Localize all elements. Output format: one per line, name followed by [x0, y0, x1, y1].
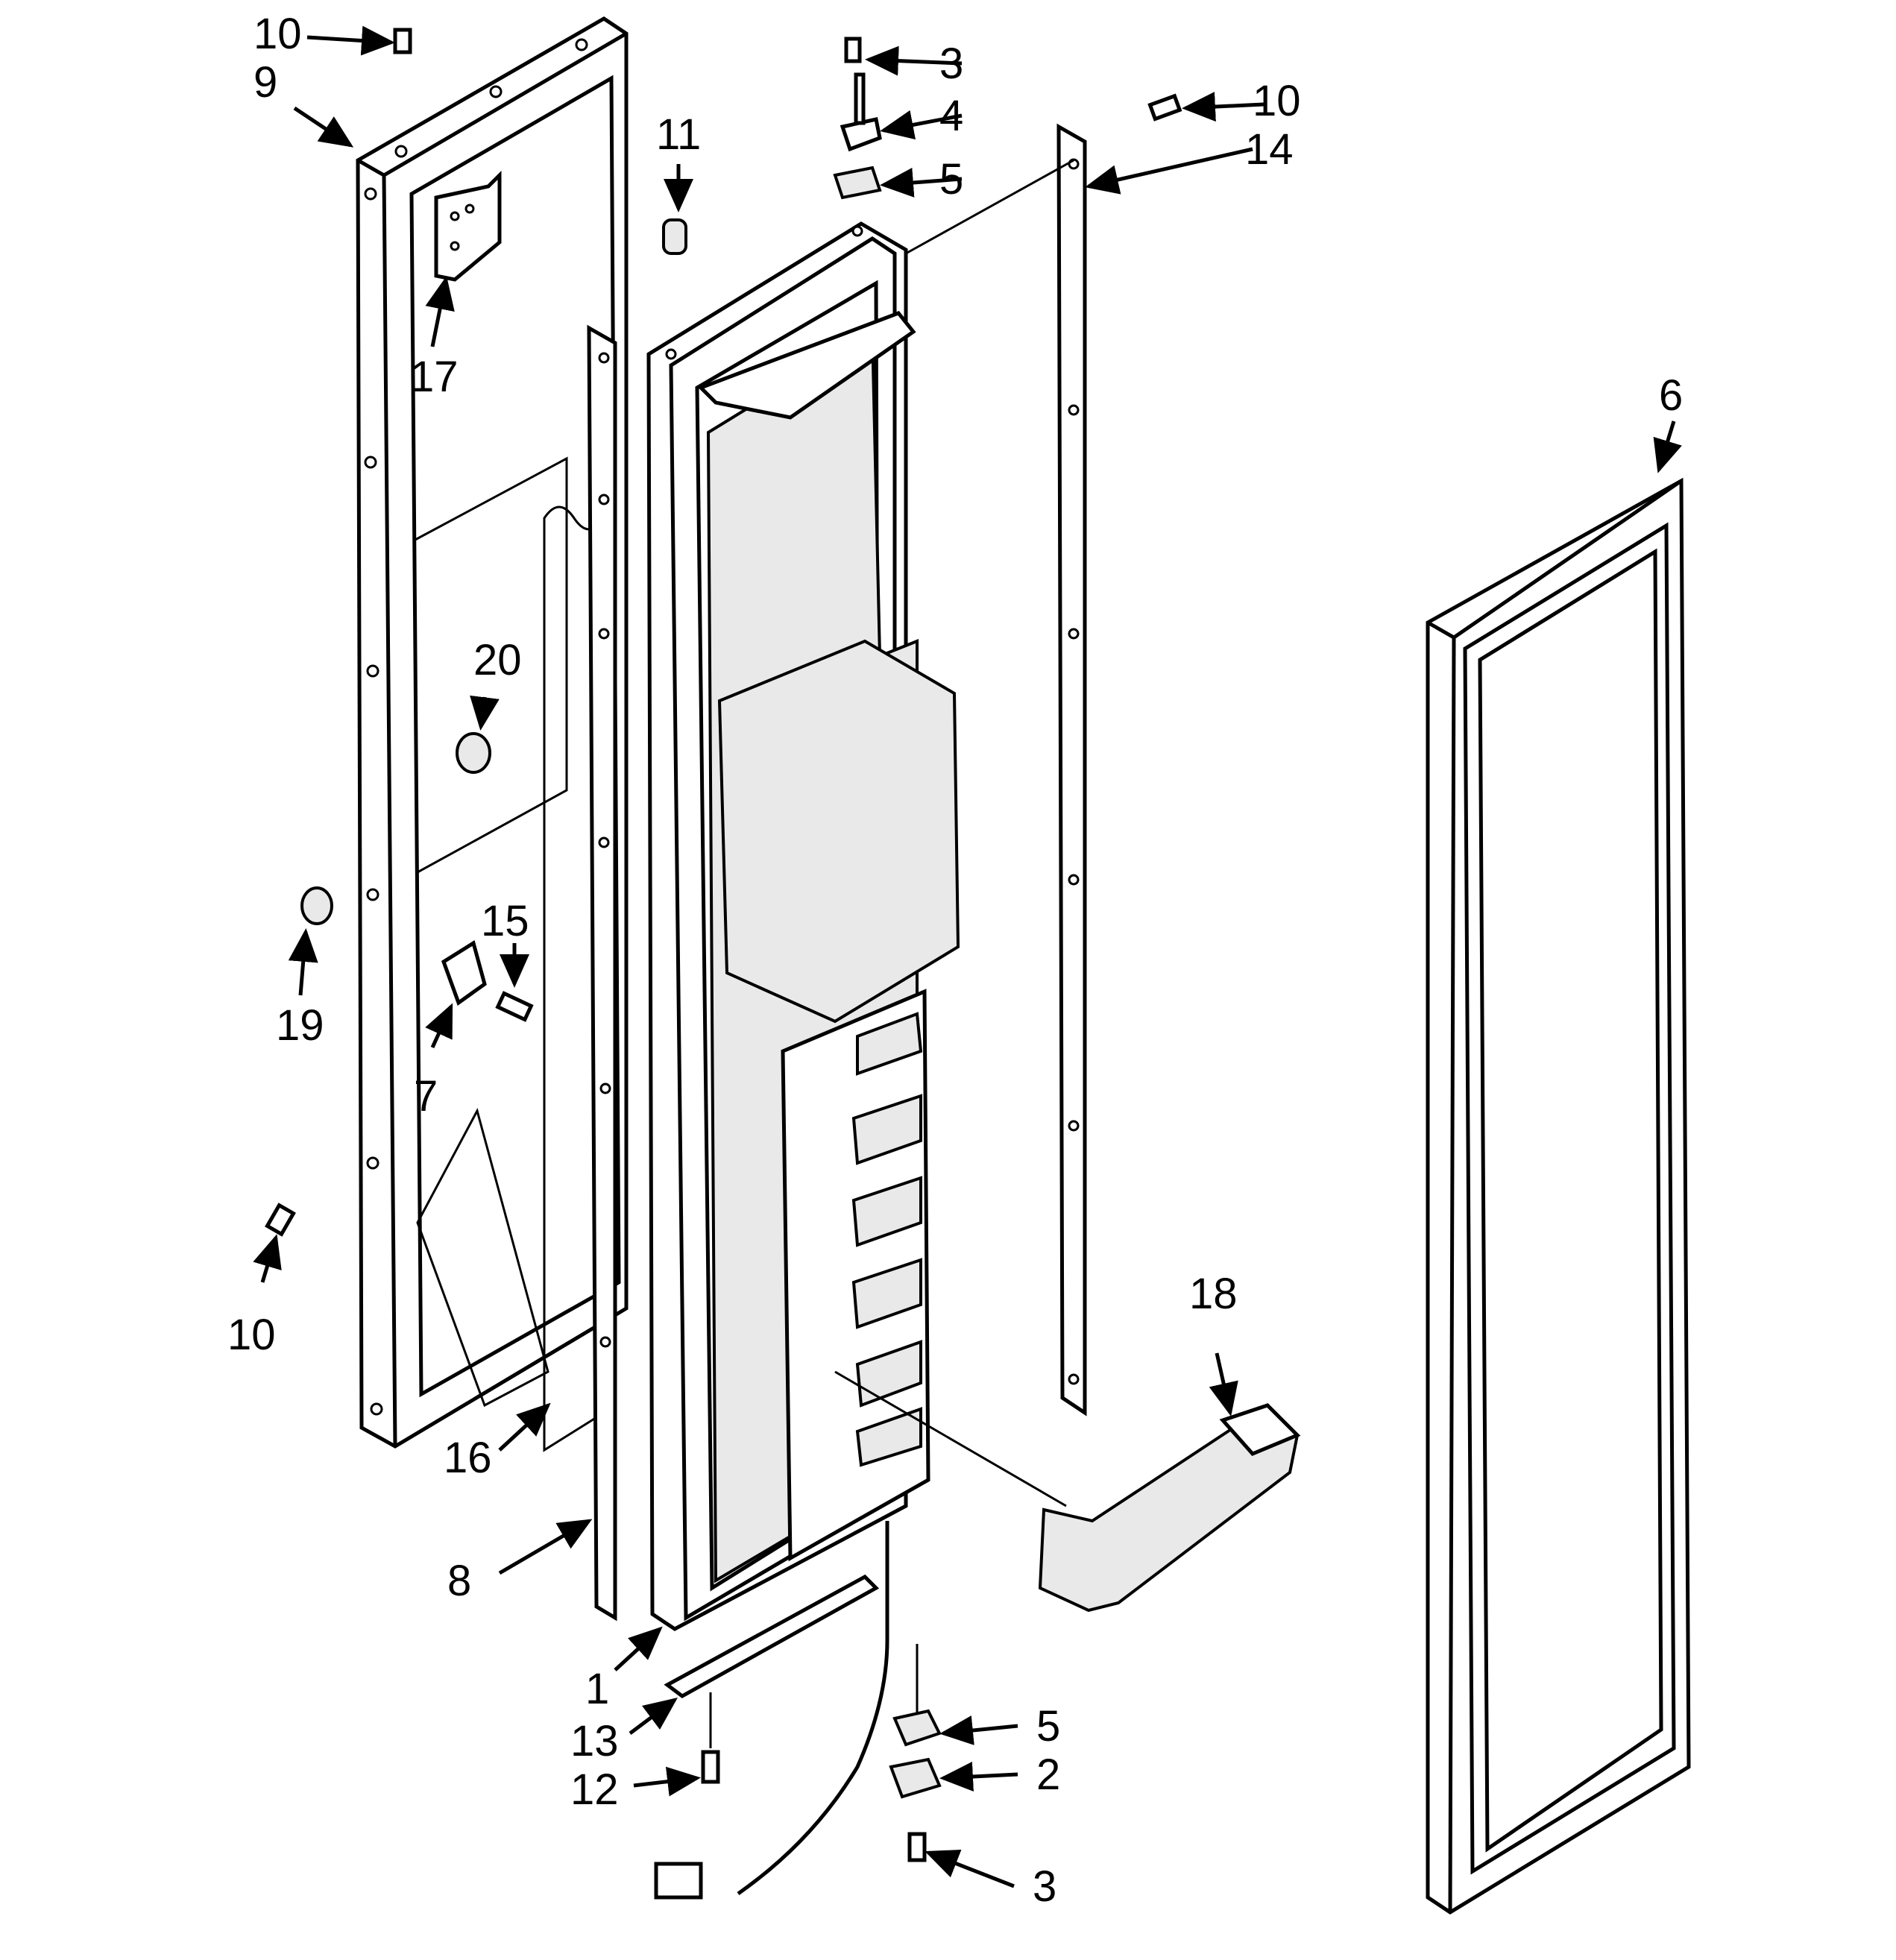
callout-12: 12	[570, 1765, 619, 1814]
bumper-11	[662, 218, 687, 255]
callout-19: 19	[276, 1001, 324, 1050]
callout-16: 16	[444, 1434, 492, 1482]
callout-2: 2	[1036, 1751, 1060, 1799]
callout-13: 13	[570, 1717, 619, 1765]
door-strip-8	[587, 324, 617, 1622]
door-gasket-6	[1426, 477, 1691, 1915]
callout-labels: 10 9 17 11 3 4 5 10 14 6 20 15 19 7 10 1…	[227, 10, 1683, 1911]
callout-17: 17	[410, 353, 459, 401]
bumper-20	[456, 732, 491, 774]
callout-10b: 10	[1253, 77, 1301, 125]
callout-3b: 3	[1033, 1862, 1056, 1911]
bumper-19	[300, 886, 333, 925]
screw-10-top-right	[1147, 93, 1182, 122]
bracket-13	[664, 1574, 880, 1698]
door-panel-9	[356, 16, 629, 1449]
bracket-17	[434, 170, 502, 282]
handle-18	[1038, 1403, 1301, 1613]
door-shelves	[851, 1012, 923, 1467]
callout-8: 8	[447, 1557, 471, 1605]
hinge-top	[833, 37, 882, 200]
callout-5a: 5	[939, 155, 963, 204]
callout-18: 18	[1189, 1270, 1238, 1318]
callout-11: 11	[656, 110, 701, 159]
callout-9: 9	[253, 58, 277, 107]
plate-7	[441, 940, 487, 1006]
screw-10-left	[265, 1203, 296, 1237]
screw-12	[701, 1750, 720, 1784]
door-liner-1	[646, 221, 960, 1631]
callout-5b: 5	[1036, 1702, 1060, 1751]
tube-connector	[654, 1862, 703, 1900]
shim-5-top	[833, 166, 882, 200]
hinge-2	[889, 1757, 942, 1799]
callout-7: 7	[414, 1072, 438, 1121]
door-strip-14	[1056, 123, 1087, 1417]
shim-5-bottom	[892, 1709, 942, 1747]
callout-6: 6	[1659, 371, 1683, 420]
callout-14: 14	[1245, 125, 1294, 174]
callout-3a: 3	[939, 40, 963, 88]
callout-4: 4	[939, 92, 963, 140]
callout-15: 15	[481, 897, 529, 945]
screw-15	[495, 991, 534, 1022]
hinge-pin-shaft	[854, 72, 866, 125]
water-tube	[737, 1521, 889, 1896]
screw-10-top-left	[393, 28, 412, 54]
callout-10c: 10	[227, 1311, 276, 1359]
screw-3-bottom	[907, 1832, 927, 1862]
screw-3-top	[844, 37, 862, 63]
callout-1: 1	[585, 1665, 609, 1713]
callout-10a: 10	[253, 10, 302, 58]
leader-lines	[253, 25, 1682, 1888]
callout-20: 20	[473, 636, 522, 684]
